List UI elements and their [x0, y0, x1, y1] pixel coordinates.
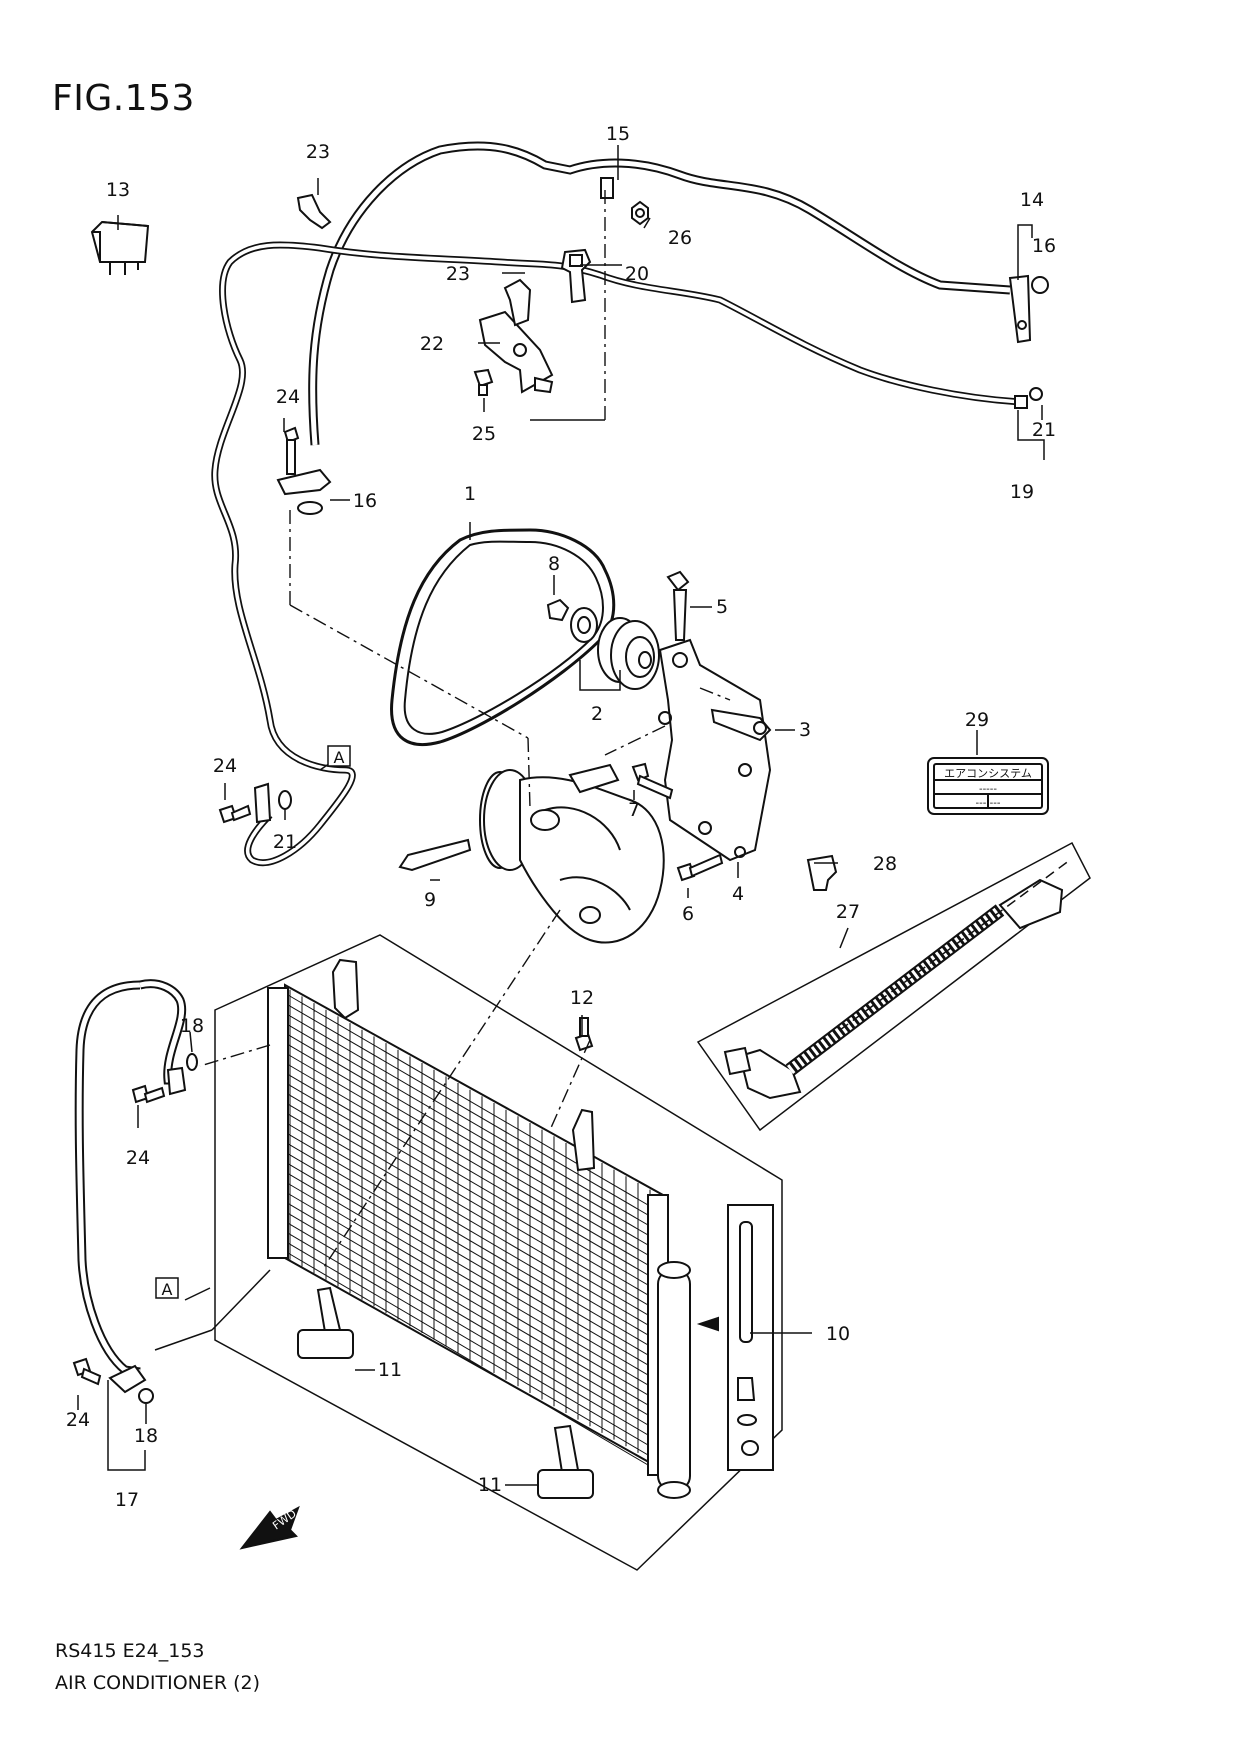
- pipe-lower-17: [72, 979, 198, 1404]
- callout-3: 3: [799, 719, 811, 741]
- callout-11-lower: 11: [478, 1474, 502, 1496]
- callout-17: 17: [115, 1489, 139, 1511]
- callout-24-mid: 24: [213, 755, 237, 777]
- clamp-upper: [296, 193, 332, 230]
- callout-23-top: 23: [306, 141, 330, 163]
- callout-12: 12: [570, 987, 594, 1009]
- callout-20: 20: [625, 263, 649, 285]
- callout-1: 1: [464, 483, 476, 505]
- callout-16-left: 16: [353, 490, 377, 512]
- callout-21-left: 21: [273, 831, 297, 853]
- callout-23-mid: 23: [446, 263, 470, 285]
- pressure-switch: [560, 248, 592, 304]
- callout-15: 15: [606, 123, 630, 145]
- pipe-end-14: [1008, 274, 1049, 344]
- label-sticker: [927, 757, 1049, 815]
- callout-28: 28: [873, 853, 897, 875]
- sticker-text: エアコンシステム: [944, 767, 1032, 780]
- pipe-flange-16: [276, 426, 332, 515]
- compressor-bracket: [658, 638, 772, 862]
- callout-11-upper: 11: [378, 1359, 402, 1381]
- diagram-code: RS415 E24_153: [55, 1640, 205, 1662]
- harness-box: [696, 841, 1091, 1132]
- callout-21-right: 21: [1032, 419, 1056, 441]
- ref-box-a-upper: [327, 745, 351, 767]
- callout-25: 25: [472, 423, 496, 445]
- sticker-row-2: ---|---: [975, 798, 1000, 809]
- callout-18-upper: 18: [180, 1015, 204, 1037]
- pipe-joint-15: [600, 177, 649, 226]
- relay-part: [90, 220, 150, 275]
- pulley: [546, 598, 660, 690]
- callout-29: 29: [965, 709, 989, 731]
- brackets-condenser: [316, 958, 596, 1474]
- bolt-6: [676, 853, 724, 882]
- receiver-tank: [657, 1261, 691, 1499]
- ref-box-a-lower: [155, 1277, 179, 1299]
- ref-a-upper: A: [334, 748, 345, 767]
- desiccant-kit: [696, 1204, 774, 1471]
- ref-a-lower: A: [162, 1280, 173, 1299]
- clip-28: [806, 854, 838, 891]
- callout-9: 9: [424, 889, 436, 911]
- callout-16-right: 16: [1032, 235, 1056, 257]
- figure-title: FIG.153: [52, 78, 195, 119]
- callout-14: 14: [1020, 189, 1044, 211]
- leader-lines: [154, 419, 605, 1351]
- drive-belt: [390, 528, 616, 747]
- callout-2: 2: [591, 703, 603, 725]
- callout-19: 19: [1010, 481, 1034, 503]
- sticker-row-1: -----: [979, 784, 997, 795]
- callout-18-lower: 18: [134, 1425, 158, 1447]
- bolt-24-left: [218, 782, 292, 824]
- callout-22: 22: [420, 333, 444, 355]
- bolt-12: [574, 1017, 594, 1052]
- bolt-5: [666, 570, 690, 641]
- callout-24-upper: 24: [276, 386, 300, 408]
- callout-26: 26: [668, 227, 692, 249]
- callout-4: 4: [732, 883, 744, 905]
- callout-24-lower: 24: [126, 1147, 150, 1169]
- callout-27: 27: [836, 901, 860, 923]
- callout-5: 5: [716, 596, 728, 618]
- mount-bracket: [478, 278, 554, 394]
- condenser-box: [214, 934, 783, 1571]
- callout-8: 8: [548, 553, 560, 575]
- diagram-name: AIR CONDITIONER (2): [55, 1672, 261, 1694]
- bolt-9: [398, 838, 472, 872]
- reference-lines: [199, 190, 731, 1271]
- callout-24-bottom: 24: [66, 1409, 90, 1431]
- callout-6: 6: [682, 903, 694, 925]
- rubber-mounts-11: [297, 1329, 594, 1499]
- pipe-end-21-upper: [1014, 387, 1043, 409]
- bolt-3: [710, 708, 772, 742]
- fwd-arrow-icon: [239, 1505, 300, 1550]
- bolt-7: [631, 762, 674, 800]
- callout-7: 7: [628, 799, 640, 821]
- pipe-discharge-hose: [308, 141, 1011, 446]
- compressor-body: [479, 763, 665, 944]
- callout-13: 13: [106, 179, 130, 201]
- callout-10: 10: [826, 1323, 850, 1345]
- pipe-liquid-line: [211, 241, 1021, 867]
- bolt-25: [473, 368, 494, 396]
